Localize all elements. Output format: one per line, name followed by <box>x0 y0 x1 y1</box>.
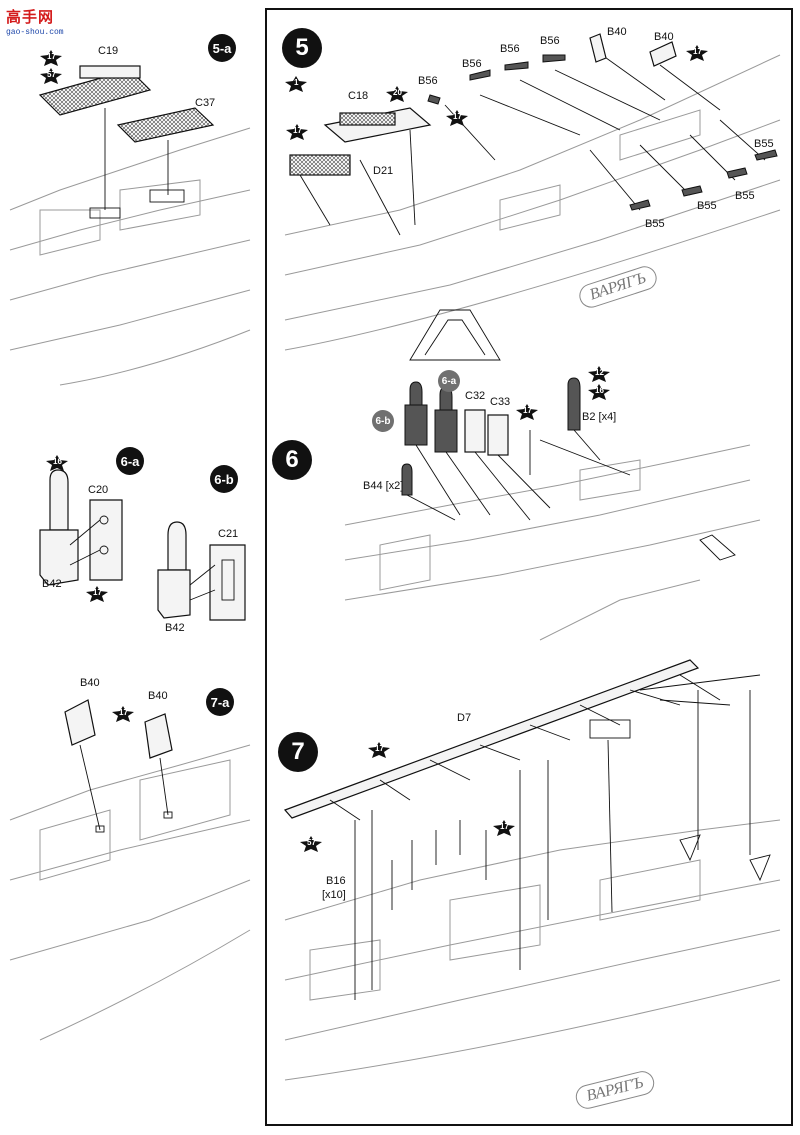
logo-url: gao-shou.com <box>6 28 64 37</box>
label-b40-2: B40 <box>654 31 674 43</box>
label-b55-1: B55 <box>754 138 774 150</box>
step-6b-art <box>157 521 246 621</box>
step-6-number: 6 <box>272 440 312 480</box>
star-marker: 12 <box>588 366 610 382</box>
label-b44: B44 [x2] <box>363 480 404 492</box>
label-c20: C20 <box>88 484 109 496</box>
label-c37: C37 <box>195 97 216 109</box>
label-b56-4: B56 <box>540 35 560 47</box>
step-6-art <box>344 377 761 641</box>
label-c21: C21 <box>218 528 239 540</box>
step-7a-art <box>9 699 251 1041</box>
step-5a-number: 5-a <box>208 34 236 62</box>
label-c18: C18 <box>348 90 369 102</box>
star-marker: 17 <box>686 45 708 61</box>
step-6a-number: 6-a <box>116 447 144 475</box>
star-marker: 1 <box>285 76 307 92</box>
label-b56-2: B56 <box>462 58 482 70</box>
label-b55-3: B55 <box>697 200 717 212</box>
step-7-art <box>283 659 781 1081</box>
label-b56-3: B56 <box>500 43 520 55</box>
star-marker: 57 <box>300 836 322 852</box>
main-steps-panel <box>265 8 793 1126</box>
logo-text: 高手网 <box>6 9 55 26</box>
label-c32: C32 <box>465 390 486 402</box>
star-marker: 57 <box>40 68 62 84</box>
step-7a-number: 7-a <box>206 688 234 716</box>
label-b42-2: B42 <box>165 622 185 634</box>
step-6a-reference: 6-a <box>438 370 460 392</box>
label-d7: D7 <box>457 712 472 724</box>
star-marker: 17 <box>493 820 515 836</box>
star-marker: 20 <box>386 86 408 102</box>
label-c19: C19 <box>98 45 119 57</box>
step-6b-reference: 6-b <box>372 410 394 432</box>
step-6a-art <box>39 469 123 586</box>
step-5-number: 5 <box>282 28 322 68</box>
label-b16: B16 <box>326 875 346 887</box>
label-b2: B2 [x4] <box>582 411 617 423</box>
label-d21: D21 <box>373 165 394 177</box>
star-marker: 17 <box>286 124 308 140</box>
label-b40-1: B40 <box>607 26 627 38</box>
label-b55-2: B55 <box>735 190 755 202</box>
star-marker: 17 <box>368 742 390 758</box>
step-6b-number: 6-b <box>210 465 238 493</box>
star-marker: 16 <box>588 384 610 400</box>
label-b40-3: B40 <box>80 677 100 689</box>
label-c33: C33 <box>490 396 511 408</box>
star-marker: 17 <box>86 586 108 602</box>
star-marker: 17 <box>446 110 468 126</box>
step-5-art <box>284 33 781 361</box>
label-b55-4: B55 <box>645 218 665 230</box>
label-b40-4: B40 <box>148 690 168 702</box>
star-marker: 17 <box>112 706 134 722</box>
star-marker: 16 <box>46 455 68 471</box>
star-marker: 17 <box>516 404 538 420</box>
label-b16-count: [x10] <box>322 889 346 901</box>
label-b56-1: B56 <box>418 75 438 87</box>
step-7-number: 7 <box>278 732 318 772</box>
step-5a-art <box>9 65 251 386</box>
label-b42-1: B42 <box>42 578 62 590</box>
site-logo: 高手网 gao-shou.com <box>6 6 80 40</box>
star-marker: 17 <box>40 50 62 66</box>
